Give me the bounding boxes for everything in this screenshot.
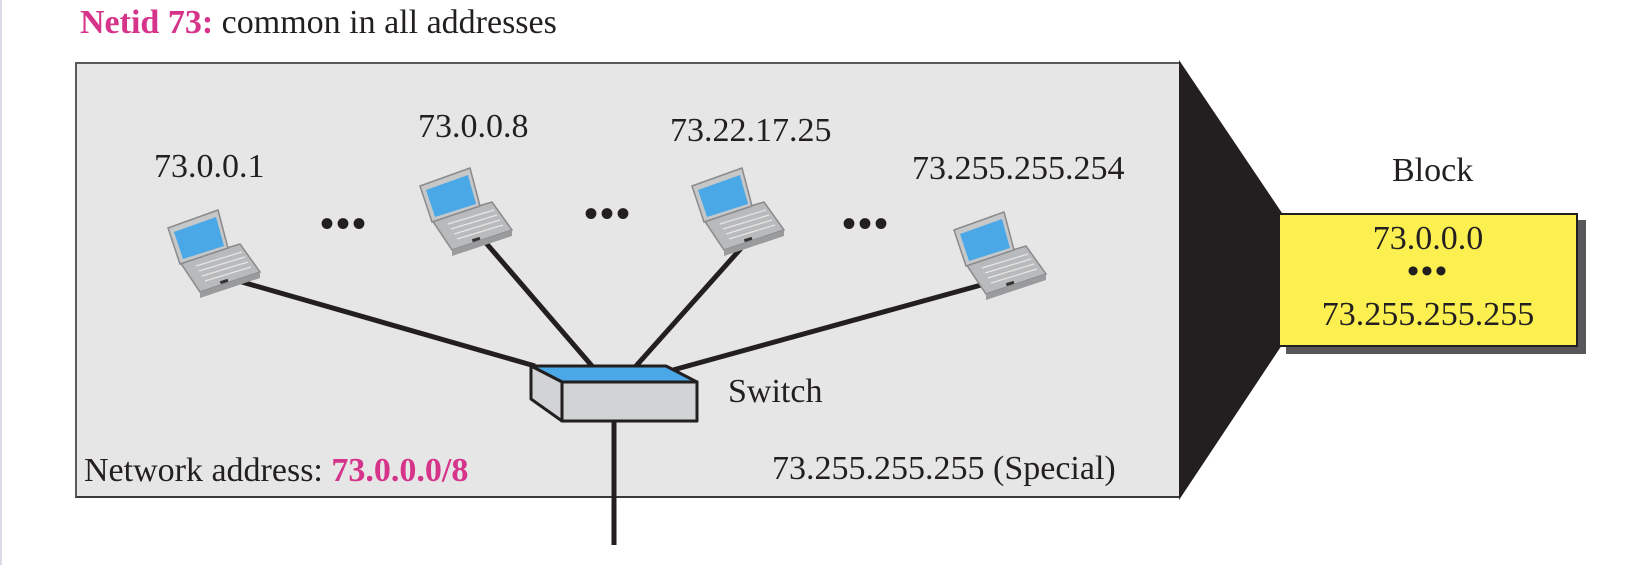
laptop-icon-host-2 bbox=[419, 167, 513, 257]
link-host-2 bbox=[478, 234, 594, 368]
ellipsis-icon: ••• bbox=[584, 191, 633, 236]
host-ip-label: 73.0.0.1 bbox=[154, 148, 265, 185]
link-host-3 bbox=[634, 234, 754, 368]
laptop-icon-host-3 bbox=[691, 167, 785, 257]
left-edge-border bbox=[0, 0, 2, 565]
zoom-wedge bbox=[1179, 60, 1282, 500]
host-ip-label: 73.22.17.25 bbox=[670, 112, 832, 149]
netid-description: common in all addresses bbox=[221, 4, 557, 41]
switch-label: Switch bbox=[728, 373, 823, 410]
ellipsis-icon: ••• bbox=[842, 201, 891, 246]
switch-icon bbox=[529, 364, 699, 423]
host-ip-label: 73.255.255.254 bbox=[912, 150, 1125, 187]
ellipsis-icon: ••• bbox=[1407, 253, 1449, 290]
network-address-label: Network address: bbox=[84, 452, 323, 489]
link-host-4 bbox=[672, 279, 993, 373]
network-address-value: 73.0.0.0/8 bbox=[331, 452, 469, 489]
block-first-address: 73.0.0.0 bbox=[1372, 220, 1484, 257]
link-host-1 bbox=[227, 275, 536, 369]
network-address: Network address: 73.0.0.0/8 bbox=[84, 452, 468, 490]
ellipsis-icon: ••• bbox=[320, 201, 369, 246]
block-last-address: 73.255.255.255 bbox=[1321, 296, 1535, 333]
host-ip-label: 73.0.0.8 bbox=[418, 108, 529, 145]
diagram-title: Netid 73: common in all addresses bbox=[80, 4, 557, 42]
block-label: Block bbox=[1392, 152, 1474, 189]
special-address: 73.255.255.255 (Special) bbox=[772, 450, 1116, 487]
netid-label: Netid 73: bbox=[80, 4, 214, 41]
address-block: 73.0.0.0 ••• 73.255.255.255 bbox=[1278, 213, 1578, 347]
